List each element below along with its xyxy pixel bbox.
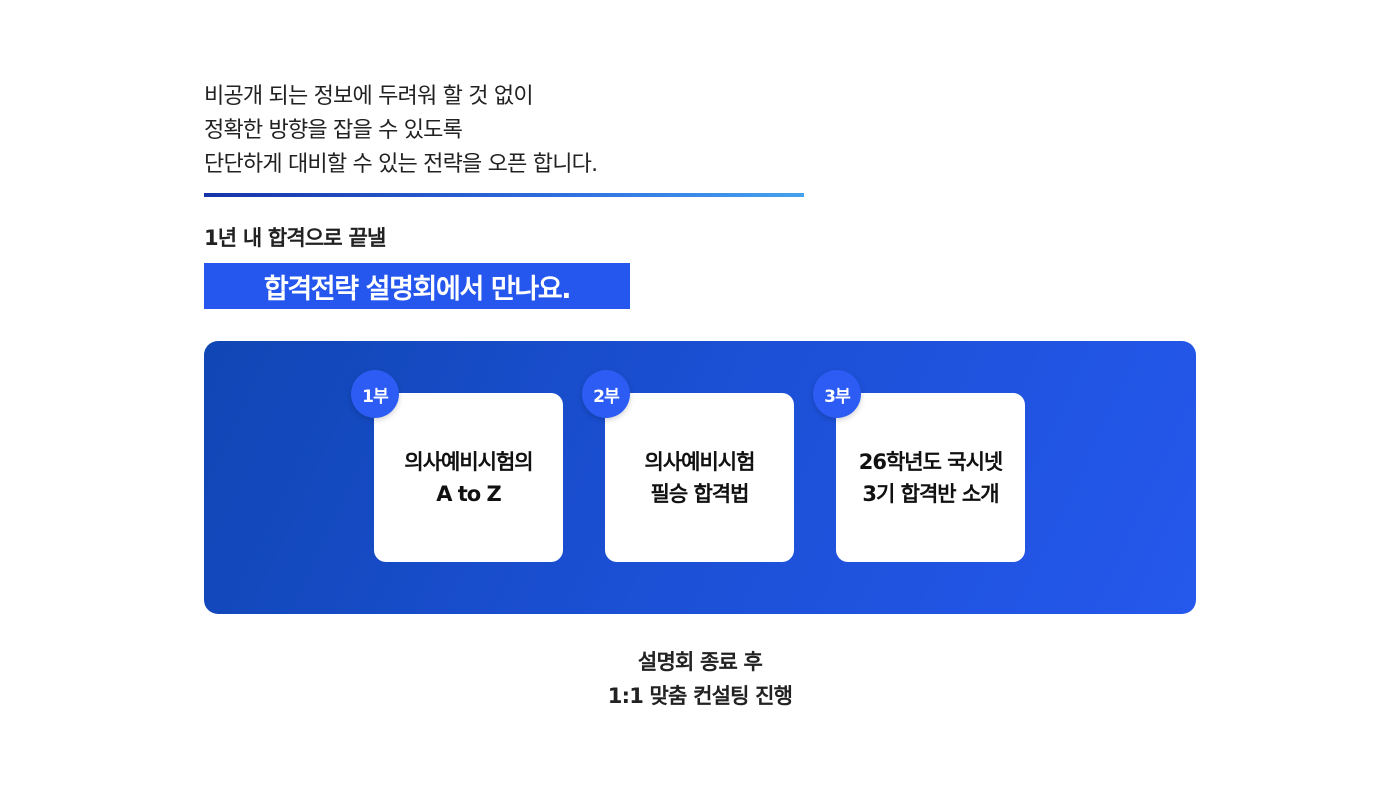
gradient-divider: [204, 193, 804, 197]
part-card-1: 의사예비시험의 A to Z: [374, 393, 563, 562]
part-badge-1: 1부: [351, 370, 399, 418]
intro-text: 비공개 되는 정보에 두려워 할 것 없이 정확한 방향을 잡을 수 있도록 단…: [204, 80, 598, 182]
footer-note: 설명회 종료 후 1:1 맞춤 컨설팅 진행: [0, 645, 1400, 713]
part-badge-label-3: 3부: [824, 386, 851, 407]
part-badge-2: 2부: [582, 370, 630, 418]
part-title-3: 26학년도 국시넷 3기 합격반 소개: [858, 449, 1003, 506]
session-parts-panel: 의사예비시험의 A to Z 1부 의사예비시험 필승 합격법 2부 26학년도…: [204, 341, 1196, 614]
part-title-1: 의사예비시험의 A to Z: [404, 449, 533, 506]
intro-line-2: 정확한 방향을 잡을 수 있도록: [204, 118, 463, 143]
part-badge-3: 3부: [813, 370, 861, 418]
part-badge-label-1: 1부: [362, 386, 389, 407]
headline-banner: 합격전략 설명회에서 만나요.: [204, 263, 630, 309]
footer-line-2: 1:1 맞춤 컨설팅 진행: [607, 684, 793, 708]
intro-line-3: 단단하게 대비할 수 있는 전략을 오픈 합니다.: [204, 152, 598, 177]
part-badge-label-2: 2부: [593, 386, 620, 407]
part-title-2: 의사예비시험 필승 합격법: [644, 449, 756, 506]
footer-line-1: 설명회 종료 후: [637, 650, 763, 674]
part-card-2: 의사예비시험 필승 합격법: [605, 393, 794, 562]
subheading: 1년 내 합격으로 끝낼: [204, 226, 386, 250]
headline-text: 합격전략 설명회에서 만나요.: [263, 273, 572, 305]
part-card-3: 26학년도 국시넷 3기 합격반 소개: [836, 393, 1025, 562]
intro-line-1: 비공개 되는 정보에 두려워 할 것 없이: [204, 84, 534, 109]
